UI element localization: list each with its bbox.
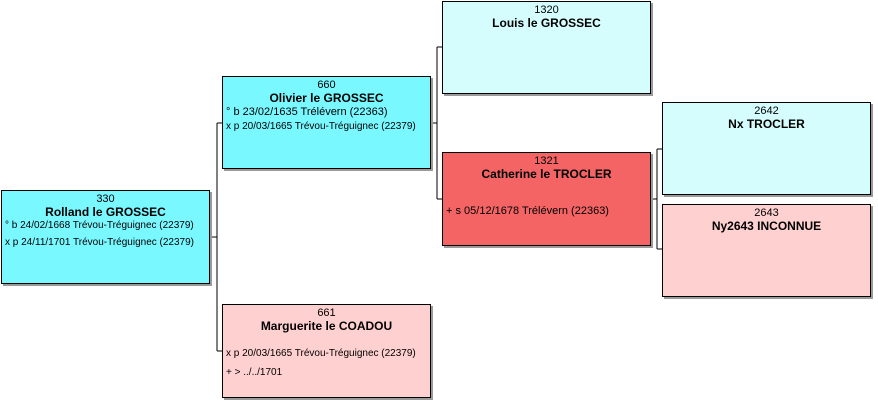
person-number: 660 [317,79,336,91]
person-box-2642[interactable]: 2642 Nx TROCLER [662,102,871,195]
person-number: 330 [96,193,115,205]
death-line: + s 05/12/1678 Trélévern (22363) [446,205,609,217]
person-number: 661 [317,307,336,319]
person-box-1320[interactable]: 1320 Louis le GROSSEC [442,1,651,94]
person-name: Ny2643 INCONNUE [711,219,822,233]
person-number: 2643 [754,207,779,219]
marriage-line: x p 24/11/1701 Trévou-Tréguignec (22379) [5,237,195,248]
person-number: 1320 [534,4,559,16]
marriage-line: x p 20/03/1665 Trévou-Tréguignec (22379) [226,348,416,359]
baptism-line: ° b 24/02/1668 Trévou-Tréguignec (22379) [5,220,194,231]
baptism-line: ° b 23/02/1635 Trélévern (22363) [226,106,388,118]
person-name: Catherine le TROCLER [481,167,612,181]
person-box-330[interactable]: 330 Rolland le GROSSEC ° b 24/02/1668 Tr… [1,190,210,284]
person-name: Rolland le GROSSEC [45,205,166,219]
death-line: + > ../../1701 [226,367,283,378]
person-number: 1321 [534,155,559,167]
person-name: Olivier le GROSSEC [269,91,384,105]
marriage-line: x p 20/03/1665 Trévou-Tréguignec (22379) [226,121,416,132]
person-name: Louis le GROSSEC [492,16,601,30]
person-box-2643[interactable]: 2643 Ny2643 INCONNUE [662,204,871,297]
person-name: Nx TROCLER [728,117,805,131]
person-box-661[interactable]: 661 Marguerite le COADOU x p 20/03/1665 … [222,304,431,398]
person-box-1321[interactable]: 1321 Catherine le TROCLER + s 05/12/1678… [442,152,651,246]
person-box-660[interactable]: 660 Olivier le GROSSEC ° b 23/02/1635 Tr… [222,76,431,169]
person-name: Marguerite le COADOU [260,319,393,333]
person-number: 2642 [754,105,779,117]
